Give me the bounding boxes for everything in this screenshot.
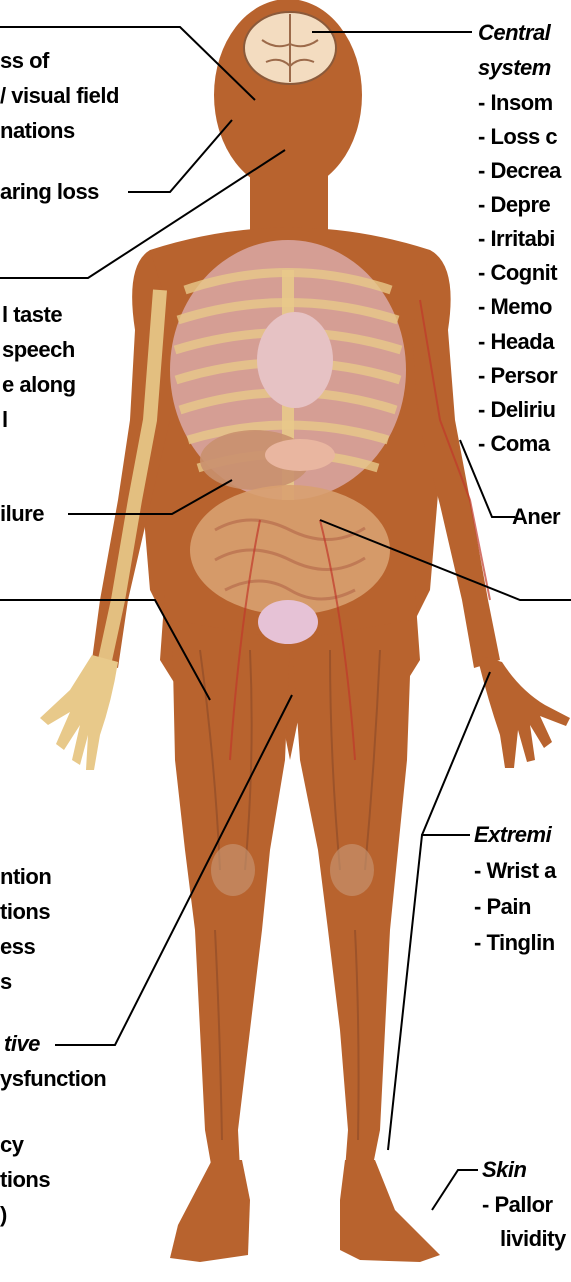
cns-item-4: - Depre (478, 188, 550, 222)
cns-item-11: - Coma (478, 427, 550, 461)
extremities-item-2: - Pain (474, 890, 531, 924)
muscular-label-line-4: s (0, 965, 12, 999)
right-hand (40, 655, 118, 770)
cns-item-8: - Heada (478, 325, 554, 359)
mouth-label-line-3: e along (2, 368, 76, 402)
heart (257, 312, 333, 408)
skin-heading: Skin (482, 1153, 526, 1187)
reproductive-label-line-4: ) (0, 1198, 7, 1232)
cns-item-1: - Insom (478, 86, 553, 120)
cns-item-10: - Deliriu (478, 393, 555, 427)
eyes-label-line-2: / visual field (0, 79, 119, 113)
bladder (258, 600, 318, 644)
left-hand (478, 655, 570, 768)
pancreas (265, 439, 335, 471)
cns-item-6: - Cognit (478, 256, 557, 290)
heart-label: ilure (0, 497, 44, 531)
cns-item-7: - Memo (478, 290, 552, 324)
reproductive-label-line-2: cy (0, 1128, 23, 1162)
mouth-label-line-4: l (2, 403, 8, 437)
cns-heading-line-2: system (478, 51, 551, 85)
muscular-label-line-3: ess (0, 930, 35, 964)
cns-item-5: - Irritabi (478, 222, 555, 256)
eyes-label-line-3: nations (0, 114, 75, 148)
skin-item-2: lividity (500, 1222, 566, 1256)
cns-item-3: - Decrea (478, 154, 561, 188)
left-foot (340, 1160, 440, 1262)
mouth-label-line-2: speech (2, 333, 75, 367)
extremities-heading: Extremi (474, 818, 551, 852)
extremities-item-3: - Tinglin (474, 926, 555, 960)
cns-item-9: - Persor (478, 359, 557, 393)
muscular-label-line-1: ntion (0, 860, 51, 894)
blood-label: Aner (512, 500, 560, 534)
reproductive-label-line-3: tions (0, 1163, 50, 1197)
intestines (190, 485, 390, 615)
cns-heading-line-1: Central (478, 16, 550, 50)
extremities-item-1: - Wrist a (474, 854, 556, 888)
reproductive-heading: tive (4, 1027, 40, 1061)
cns-item-2: - Loss c (478, 120, 557, 154)
reproductive-label-line-1: ysfunction (0, 1062, 106, 1096)
eyes-label-line-1: ss of (0, 44, 49, 78)
ears-label: aring loss (0, 175, 99, 209)
mouth-label-line-1: l taste (2, 298, 62, 332)
muscular-label-line-2: tions (0, 895, 50, 929)
skin-item-1: - Pallor (482, 1188, 553, 1222)
right-foot (170, 1160, 250, 1262)
